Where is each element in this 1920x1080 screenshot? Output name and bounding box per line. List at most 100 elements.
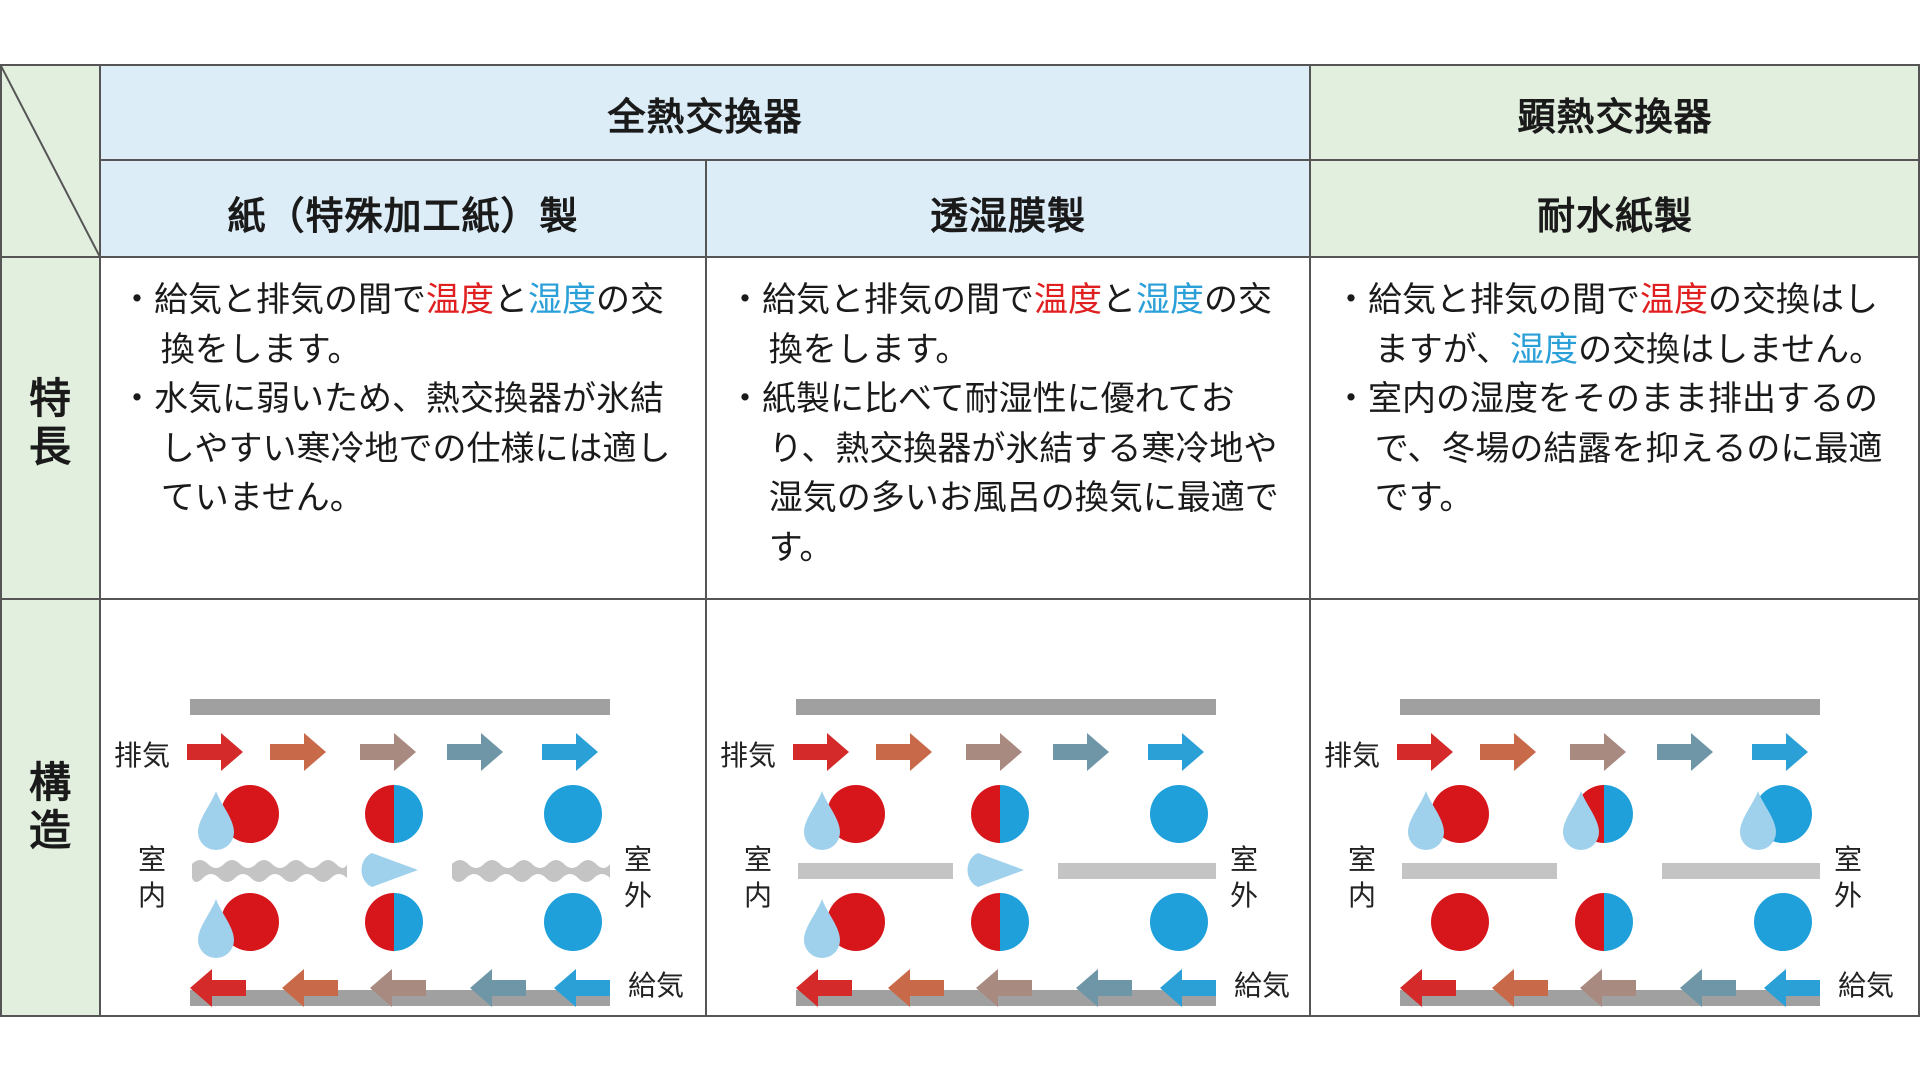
total-exchanger-header: 全熱交換器: [100, 64, 1310, 159]
supply-arrow: [1400, 969, 1456, 1007]
supply-arrow: [976, 969, 1032, 1007]
exhaust-label: 排気: [114, 739, 170, 772]
exhaust-arrow: [187, 733, 243, 771]
type-paper-label: 紙（特殊加工紙）製: [227, 194, 579, 238]
water-drop-icon: [1740, 791, 1776, 850]
features-membrane: ・給気と排気の間で温度と湿度の交換をします。 ・紙製に比べて耐湿性に優れており、…: [728, 276, 1294, 573]
indoor-label-char-1: 室: [138, 843, 166, 876]
duct-wall-top: [1400, 699, 1820, 715]
supply-arrow: [1680, 969, 1736, 1007]
supply-arrow: [1580, 969, 1636, 1007]
water-drop-icon: [198, 899, 234, 958]
cool-circle: [544, 785, 602, 843]
heat-circle: [1431, 785, 1489, 843]
grid-line: [1918, 64, 1920, 1017]
exhaust-arrow: [1053, 733, 1109, 771]
supply-label: 給気: [628, 969, 684, 1002]
cool-circle: [1754, 893, 1812, 951]
exhaust-arrow: [360, 733, 416, 771]
grid-line: [0, 598, 1920, 600]
humidity-highlight: 湿度: [528, 280, 596, 320]
sensible-exchanger-title: 顕熱交換器: [1517, 95, 1713, 139]
exhaust-arrow: [793, 733, 849, 771]
half-cool-circle: [1000, 785, 1029, 843]
temperature-highlight: 温度: [426, 280, 494, 320]
heat-circle: [827, 893, 885, 951]
type-header-waterproof: 耐水紙製: [1310, 159, 1920, 257]
cool-circle: [1150, 785, 1208, 843]
indoor-label-char-1: 室: [744, 843, 772, 876]
outdoor-label-char-2: 外: [1834, 879, 1862, 912]
structure-row-header: 構 造: [0, 599, 100, 1017]
type-membrane-label: 透湿膜製: [929, 194, 1086, 238]
exhaust-label: 排気: [720, 739, 776, 772]
exhaust-arrow: [1570, 733, 1626, 771]
grid-line: [0, 256, 1920, 258]
structure-label: 構 造: [0, 759, 100, 855]
features-label-char-1: 特: [28, 374, 71, 423]
duct-wall-top: [796, 699, 1216, 715]
temperature-highlight: 温度: [1640, 280, 1708, 320]
features-label: 特 長: [0, 375, 100, 471]
cool-circle: [544, 893, 602, 951]
water-drop-icon: [198, 791, 234, 850]
feature-bullet: ・室内の湿度をそのまま排出するので、冬場の結露を抑えるのに最適です。: [1334, 379, 1883, 518]
corner-diagonal-line: [0, 64, 100, 257]
cool-circle: [1150, 893, 1208, 951]
heat-circle: [1431, 893, 1489, 951]
membrane-bar: [1402, 863, 1557, 879]
half-cool-circle: [394, 785, 423, 843]
total-exchanger-title: 全熱交換器: [607, 95, 803, 139]
supply-arrow: [470, 969, 526, 1007]
features-row-header: 特 長: [0, 257, 100, 599]
half-heat-circle: [365, 893, 394, 951]
humidity-highlight: 湿度: [1510, 329, 1579, 370]
grid-line: [705, 159, 707, 1017]
grid-line: [0, 64, 1920, 66]
features-waterproof: ・給気と排気の間で温度の交換はしますが、湿度の交換はしません。 ・室内の湿度をそ…: [1334, 276, 1900, 524]
structure-label-char-1: 構: [28, 758, 71, 807]
half-heat-circle: [971, 893, 1000, 951]
supply-arrow: [796, 969, 852, 1007]
comparison-table: 全熱交換器 顕熱交換器 紙（特殊加工紙）製 透湿膜製 耐水紙製 特 長 構 造 …: [0, 64, 1920, 1017]
indoor-label-char-1: 室: [1348, 843, 1376, 876]
feature-bullet: ・水気に弱いため、熱交換器が氷結しやすい寒冷地での仕様には適していません。: [120, 379, 671, 518]
supply-label: 給気: [1234, 969, 1290, 1002]
supply-label: 給気: [1838, 969, 1894, 1002]
supply-arrow: [282, 969, 338, 1007]
exhaust-label: 排気: [1324, 739, 1380, 772]
membrane-bar: [1662, 863, 1820, 879]
exhaust-arrow: [1480, 733, 1536, 771]
duct-wall-top: [190, 699, 610, 715]
type-header-membrane: 透湿膜製: [706, 159, 1310, 257]
moisture-transfer-drop-icon: [361, 853, 418, 887]
water-drop-icon: [1563, 791, 1599, 850]
half-heat-circle: [365, 785, 394, 843]
moisture-permeable-membrane: [192, 860, 347, 882]
grid-line: [0, 64, 2, 1017]
sensible-exchanger-header: 顕熱交換器: [1310, 64, 1920, 159]
grid-line: [0, 1015, 1920, 1017]
supply-arrow: [1492, 969, 1548, 1007]
outdoor-label-char-1: 室: [1230, 843, 1258, 876]
outdoor-label-char-2: 外: [1230, 879, 1258, 912]
supply-arrow: [1160, 969, 1216, 1007]
exhaust-arrow: [876, 733, 932, 771]
half-cool-circle: [1604, 785, 1633, 843]
outdoor-label-char-1: 室: [1834, 843, 1862, 876]
humidity-highlight: 湿度: [1136, 280, 1204, 320]
half-heat-circle: [971, 785, 1000, 843]
supply-arrow: [190, 969, 246, 1007]
half-cool-circle: [394, 893, 423, 951]
features-label-char-2: 長: [28, 422, 71, 471]
water-drop-icon: [804, 899, 840, 958]
indoor-label-char-2: 内: [744, 879, 772, 912]
features-paper: ・給気と排気の間で温度と湿度の交換をします。 ・水気に弱いため、熱交換器が氷結し…: [120, 276, 680, 524]
feature-bullet: ・給気と排気の間で温度と湿度の交換をします。: [728, 280, 1272, 370]
water-drop-icon: [804, 791, 840, 850]
feature-bullet: ・給気と排気の間で温度と湿度の交換をします。: [120, 280, 664, 370]
supply-arrow: [1076, 969, 1132, 1007]
exhaust-arrow: [1657, 733, 1713, 771]
